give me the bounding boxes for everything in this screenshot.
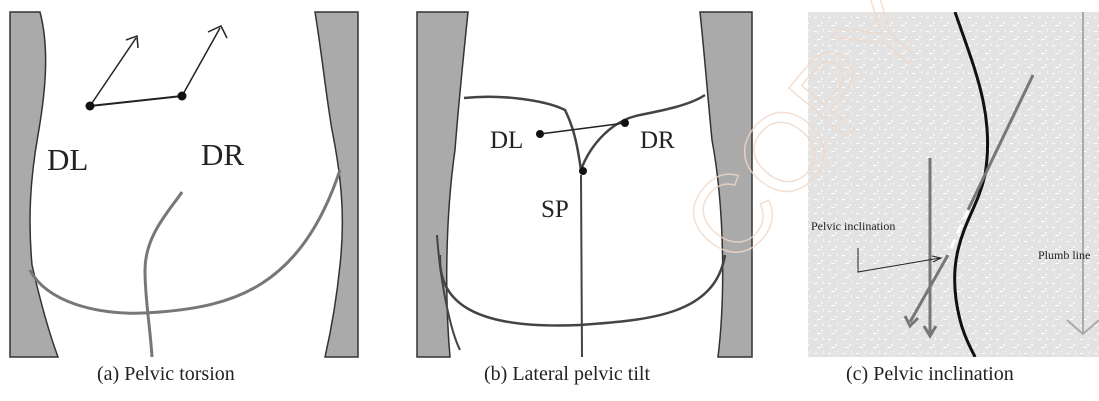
caption-lateral-pelvic-tilt: (b) Lateral pelvic tilt <box>484 363 650 386</box>
label-pelvic-inclination: Pelvic inclination <box>811 219 895 233</box>
panel-a-frame <box>10 12 358 357</box>
dimple-right-point <box>621 119 629 127</box>
caption-pelvic-inclination: (c) Pelvic inclination <box>846 363 1014 386</box>
dimple-right-point <box>178 92 187 101</box>
label-dr: DR <box>201 137 244 172</box>
dimple-left-point <box>86 102 95 111</box>
panel-pelvic-torsion: DL DR <box>10 12 358 357</box>
label-dl: DL <box>47 142 88 177</box>
spinal-line <box>581 175 582 357</box>
label-dl: DL <box>490 127 523 154</box>
dimple-left-point <box>536 130 544 138</box>
label-dr: DR <box>640 127 675 154</box>
sacral-point <box>579 167 587 175</box>
caption-pelvic-torsion: (a) Pelvic torsion <box>97 363 235 386</box>
label-plumb-line: Plumb line <box>1038 248 1090 262</box>
label-sp: SP <box>541 196 569 223</box>
